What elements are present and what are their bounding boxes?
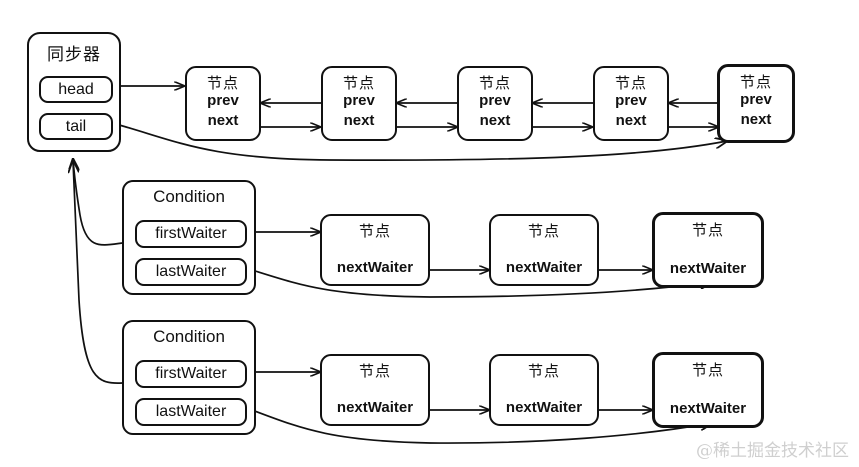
condition-1-field-lastwaiter-label: lastWaiter bbox=[155, 263, 227, 280]
condition-box-1[interactable]: Condition firstWaiter lastWaiter bbox=[122, 180, 256, 295]
watermark: @稀土掘金技术社区 bbox=[696, 441, 849, 461]
condition-1-field-firstwaiter[interactable]: firstWaiter bbox=[135, 220, 247, 248]
waiter-node-1-3[interactable]: 节点 nextWaiter bbox=[652, 212, 764, 288]
queue-node-3-prev: prev bbox=[479, 92, 511, 109]
queue-node-3-title: 节点 bbox=[478, 75, 511, 92]
synchronizer-box[interactable]: 同步器 head tail bbox=[27, 32, 121, 152]
waiter-node-1-1-title: 节点 bbox=[358, 223, 391, 240]
queue-node-5-prev: prev bbox=[740, 91, 772, 108]
waiter-node-2-2[interactable]: 节点 nextWaiter bbox=[489, 354, 599, 426]
waiter-node-1-3-title: 节点 bbox=[691, 222, 724, 239]
waiter-node-2-2-title: 节点 bbox=[527, 363, 560, 380]
condition-2-field-lastwaiter-label: lastWaiter bbox=[155, 403, 227, 420]
waiter-node-2-1[interactable]: 节点 nextWaiter bbox=[320, 354, 430, 426]
condition-1-field-firstwaiter-label: firstWaiter bbox=[155, 225, 227, 242]
waiter-node-2-1-title: 节点 bbox=[358, 363, 391, 380]
queue-node-4-prev: prev bbox=[615, 92, 647, 109]
waiter-node-1-2-title: 节点 bbox=[527, 223, 560, 240]
waiter-node-1-1-nextwaiter: nextWaiter bbox=[336, 259, 414, 276]
queue-node-3[interactable]: 节点 prev next bbox=[457, 66, 533, 141]
waiter-node-2-3-title: 节点 bbox=[691, 362, 724, 379]
queue-node-5[interactable]: 节点 prev next bbox=[717, 64, 795, 143]
synchronizer-field-tail-label: tail bbox=[65, 117, 87, 135]
queue-node-5-title: 节点 bbox=[739, 74, 772, 91]
queue-node-4[interactable]: 节点 prev next bbox=[593, 66, 669, 141]
waiter-node-2-3[interactable]: 节点 nextWaiter bbox=[652, 352, 764, 428]
queue-node-1-prev: prev bbox=[207, 92, 239, 109]
queue-node-2-next: next bbox=[343, 112, 375, 129]
queue-node-1-next: next bbox=[207, 112, 239, 129]
condition-2-field-firstwaiter-label: firstWaiter bbox=[155, 365, 227, 382]
queue-node-2[interactable]: 节点 prev next bbox=[321, 66, 397, 141]
synchronizer-field-head[interactable]: head bbox=[39, 76, 113, 103]
waiter-node-2-3-nextwaiter: nextWaiter bbox=[669, 400, 747, 417]
queue-node-5-next: next bbox=[740, 111, 772, 128]
waiter-node-2-1-nextwaiter: nextWaiter bbox=[336, 399, 414, 416]
wire-condition2-to-sync bbox=[73, 161, 123, 384]
wire-c1-lastwaiter bbox=[251, 269, 712, 298]
condition-2-title: Condition bbox=[153, 327, 225, 346]
queue-node-2-prev: prev bbox=[343, 92, 375, 109]
waiter-node-1-2-nextwaiter: nextWaiter bbox=[505, 259, 583, 276]
queue-node-4-title: 节点 bbox=[614, 75, 647, 92]
condition-2-field-firstwaiter[interactable]: firstWaiter bbox=[135, 360, 247, 388]
queue-node-1[interactable]: 节点 prev next bbox=[185, 66, 261, 141]
wire-condition1-to-sync bbox=[73, 159, 123, 246]
waiter-node-2-2-nextwaiter: nextWaiter bbox=[505, 399, 583, 416]
synchronizer-field-head-label: head bbox=[58, 80, 94, 98]
condition-2-field-lastwaiter[interactable]: lastWaiter bbox=[135, 398, 247, 426]
waiter-node-1-1[interactable]: 节点 nextWaiter bbox=[320, 214, 430, 286]
queue-node-3-next: next bbox=[479, 112, 511, 129]
queue-node-4-next: next bbox=[615, 112, 647, 129]
queue-node-2-title: 节点 bbox=[342, 75, 375, 92]
condition-1-field-lastwaiter[interactable]: lastWaiter bbox=[135, 258, 247, 286]
synchronizer-field-tail[interactable]: tail bbox=[39, 113, 113, 140]
waiter-node-1-3-nextwaiter: nextWaiter bbox=[669, 260, 747, 277]
condition-1-title: Condition bbox=[153, 187, 225, 206]
synchronizer-title: 同步器 bbox=[47, 45, 101, 64]
wire-tail-to-last-node bbox=[111, 122, 727, 161]
wire-c2-lastwaiter bbox=[251, 409, 712, 444]
condition-box-2[interactable]: Condition firstWaiter lastWaiter bbox=[122, 320, 256, 435]
waiter-node-1-2[interactable]: 节点 nextWaiter bbox=[489, 214, 599, 286]
queue-node-1-title: 节点 bbox=[206, 75, 239, 92]
